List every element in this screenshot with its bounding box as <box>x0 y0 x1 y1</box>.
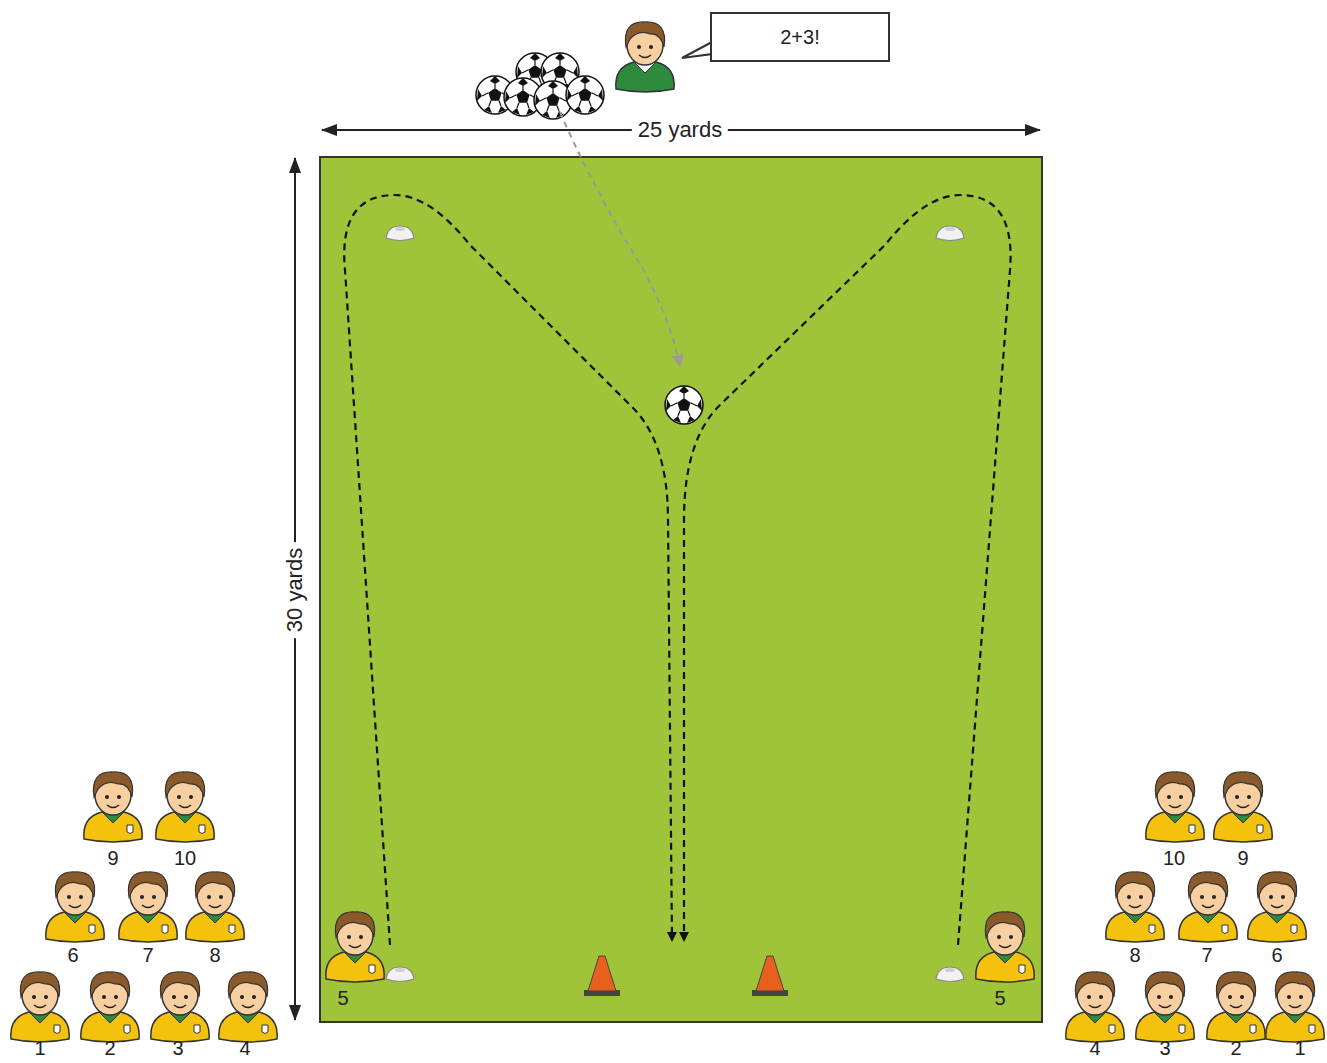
player-number: 5 <box>994 988 1005 1008</box>
player-number: 5 <box>337 988 348 1008</box>
player-number: 10 <box>1163 848 1185 868</box>
player-number: 3 <box>1159 1038 1170 1058</box>
player-number: 2 <box>1230 1038 1241 1058</box>
player-number: 7 <box>142 945 153 965</box>
dimension-label: 30 yards <box>284 542 306 638</box>
player-number: 7 <box>1201 945 1212 965</box>
dimension-label: 25 yards <box>632 119 728 141</box>
player-number: 1 <box>34 1038 45 1058</box>
player-number: 10 <box>174 848 196 868</box>
player-number: 8 <box>1129 945 1140 965</box>
player-number: 4 <box>239 1038 250 1058</box>
player-number: 9 <box>1237 848 1248 868</box>
player-number: 9 <box>107 848 118 868</box>
player-number: 3 <box>172 1038 183 1058</box>
speech-text: 2+3! <box>780 26 819 49</box>
speech-bubble: 2+3! <box>710 12 890 62</box>
player-number: 6 <box>1271 945 1282 965</box>
player-number: 4 <box>1089 1038 1100 1058</box>
player-number: 2 <box>104 1038 115 1058</box>
player-number: 6 <box>67 945 78 965</box>
player-number: 1 <box>1294 1038 1305 1058</box>
player-number: 8 <box>209 945 220 965</box>
